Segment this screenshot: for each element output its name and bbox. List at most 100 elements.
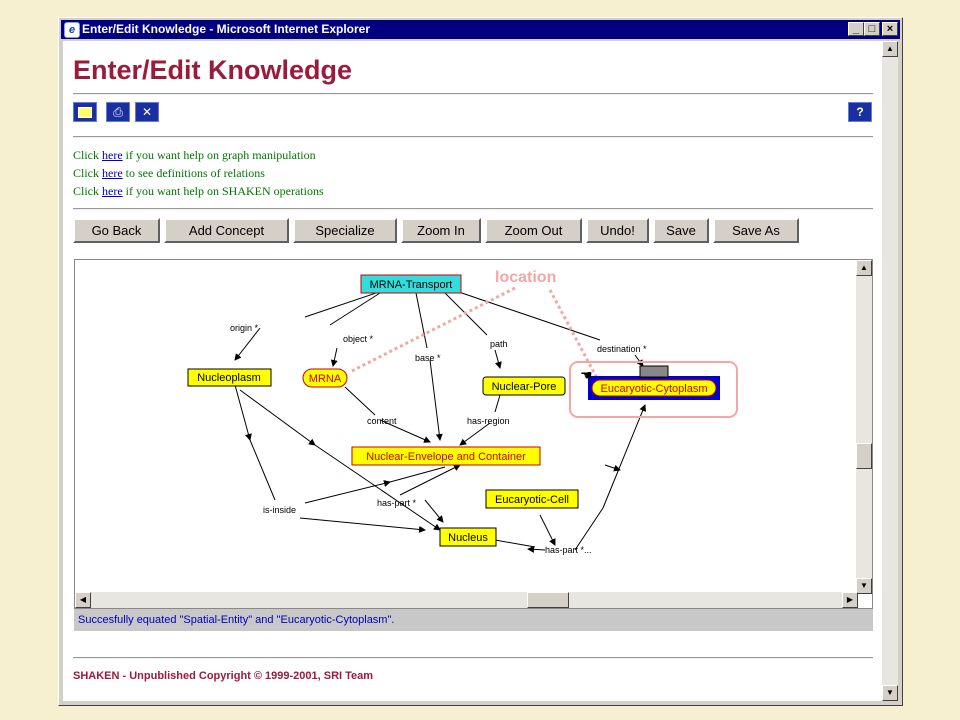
edge-label-path: path [490, 339, 508, 349]
edge-line [389, 466, 446, 483]
node-eucaryotic-cell[interactable] [485, 489, 579, 509]
graph-horizontal-scrollbar[interactable]: ◀ ▶ [75, 592, 858, 608]
scroll-right-arrow-icon[interactable]: ▶ [842, 592, 858, 608]
node-mrna-transport[interactable] [360, 274, 462, 294]
edge-line [379, 419, 431, 443]
divider [73, 208, 873, 210]
node-nuclear-pore[interactable] [482, 376, 566, 396]
drag-handle[interactable] [639, 365, 669, 378]
help-line-relations: Click here to see definitions of relatio… [73, 166, 265, 181]
help-icon[interactable]: ? [848, 102, 872, 122]
browser-window: e Enter/Edit Knowledge - Microsoft Inter… [58, 17, 903, 706]
selection-highlight [569, 361, 738, 418]
node-label: Nuclear-Pore [492, 381, 557, 393]
go-back-button[interactable]: Go Back [73, 218, 160, 243]
node-label: Eucaryotic-Cell [495, 494, 569, 506]
undo-button[interactable]: Undo! [586, 218, 649, 243]
edge-label-is-inside: is-inside [263, 505, 296, 515]
maximize-button[interactable]: □ [864, 22, 880, 36]
node-label: Nuclear-Envelope and Container [366, 451, 526, 463]
scroll-thumb[interactable] [527, 592, 569, 608]
node-mrna[interactable] [302, 368, 348, 388]
edge-line [234, 327, 261, 361]
help-shaken-link[interactable]: here [102, 184, 123, 198]
title-bar: e Enter/Edit Knowledge - Microsoft Inter… [61, 20, 900, 39]
edge-line [314, 444, 441, 531]
location-annotation: location [495, 269, 556, 286]
edge-line [399, 464, 461, 496]
help-text: if you want help on SHAKEN operations [122, 184, 324, 198]
edge-line [494, 349, 502, 369]
node-nucleus[interactable] [439, 527, 497, 547]
edge-label-has-region: has-region [467, 416, 510, 426]
node-label: MRNA [309, 373, 342, 385]
window-close-button[interactable]: × [882, 22, 898, 36]
zoom-out-button[interactable]: Zoom Out [485, 218, 582, 243]
page-icon[interactable] [73, 102, 97, 122]
scroll-up-arrow-icon[interactable]: ▲ [856, 260, 872, 276]
zoom-in-button[interactable]: Zoom In [401, 218, 481, 243]
graph-vertical-scrollbar[interactable]: ▲ ▼ [856, 260, 872, 594]
edge-label-object: object * [343, 334, 374, 344]
copyright-footer: SHAKEN - Unpublished Copyright © 1999-20… [73, 670, 374, 682]
scroll-thumb[interactable] [856, 443, 872, 469]
edge-line [494, 539, 536, 548]
edge-line [604, 464, 621, 472]
edge-line [304, 480, 391, 504]
help-line-graph: Click here if you want help on graph man… [73, 148, 316, 163]
edge-line [234, 384, 252, 441]
divider [73, 93, 873, 95]
help-relations-link[interactable]: here [102, 166, 123, 180]
edge-line [344, 386, 376, 416]
divider [73, 657, 873, 659]
minimize-button[interactable]: _ [848, 22, 864, 36]
help-text: if you want help on graph manipulation [122, 148, 316, 162]
node-label: MRNA-Transport [370, 279, 453, 291]
edge-line [634, 354, 644, 367]
edge-line [415, 292, 428, 349]
divider [73, 136, 873, 138]
node-nucleoplasm[interactable] [187, 368, 272, 387]
edge-line [452, 289, 601, 341]
edge-label-destination: destination * [597, 344, 647, 354]
save-button[interactable]: Save [653, 218, 709, 243]
status-message: Succesfully equated "Spatial-Entity" and… [74, 609, 873, 631]
help-text: Click [73, 184, 102, 198]
edge-line [527, 545, 546, 553]
save-as-button[interactable]: Save As [713, 218, 799, 243]
add-concept-button[interactable]: Add Concept [164, 218, 289, 243]
edge-line [249, 439, 276, 501]
edge-line [494, 394, 501, 413]
annotation-line [548, 289, 600, 381]
edge-line [602, 404, 646, 509]
edge-line [299, 517, 426, 533]
scroll-down-arrow-icon[interactable]: ▼ [882, 685, 898, 701]
scroll-up-arrow-icon[interactable]: ▲ [882, 41, 898, 57]
edge-line [429, 359, 443, 441]
edge-label-origin: origin * [230, 323, 259, 333]
scroll-left-arrow-icon[interactable]: ◀ [75, 592, 91, 608]
edge-label-has-part-more: has-part *... [545, 545, 592, 555]
annotation-line [349, 286, 516, 374]
help-text: to see definitions of relations [122, 166, 265, 180]
edge-label-has-part: has-part * [377, 498, 417, 508]
edge-line [574, 507, 604, 551]
specialize-button[interactable]: Specialize [293, 218, 397, 243]
page-vertical-scrollbar[interactable]: ▲ ▼ [882, 41, 898, 701]
print-icon[interactable]: ⎙ [106, 102, 130, 122]
concept-graph-panel[interactable]: location origin * object * base * path d… [74, 259, 873, 609]
scroll-down-arrow-icon[interactable]: ▼ [856, 578, 872, 594]
node-nuclear-envelope[interactable] [351, 446, 541, 466]
page-title: Enter/Edit Knowledge [73, 55, 353, 85]
ie-logo-icon: e [64, 22, 80, 38]
close-icon[interactable]: ✕ [135, 102, 159, 122]
hand-cursor-icon: ☚ [580, 367, 593, 383]
concept-graph[interactable]: location origin * object * base * path d… [75, 260, 858, 594]
help-graph-link[interactable]: here [102, 148, 123, 162]
node-label: Nucleoplasm [197, 372, 261, 384]
edge-label-base: base * [415, 353, 441, 363]
window-title: Enter/Edit Knowledge - Microsoft Interne… [82, 22, 371, 36]
node-eucaryotic-cytoplasm[interactable] [591, 379, 717, 397]
help-line-shaken: Click here if you want help on SHAKEN op… [73, 184, 324, 199]
edge-line [459, 422, 491, 446]
